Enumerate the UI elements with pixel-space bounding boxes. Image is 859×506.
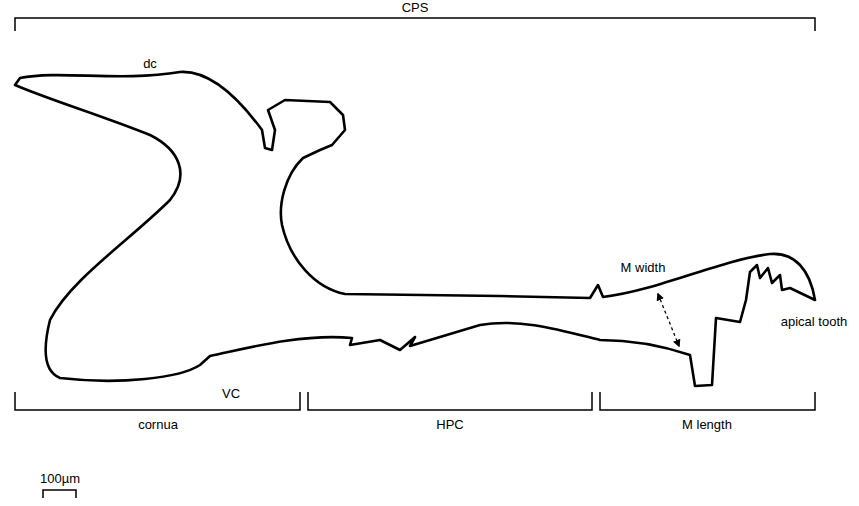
width-arrow [658, 294, 679, 346]
part-label: M length [682, 418, 732, 432]
part-label: M width [621, 261, 666, 275]
part-label: HPC [436, 418, 463, 432]
bracket [308, 392, 592, 410]
part-label: VC [222, 387, 240, 401]
part-label: CPS [402, 1, 429, 15]
scale-bar [43, 490, 76, 498]
part-label: 100µm [40, 472, 80, 486]
part-label: apical tooth [781, 315, 848, 329]
copulatory-piece-outline [15, 72, 815, 386]
bracket [15, 392, 300, 410]
bracket [15, 18, 815, 31]
part-label: cornua [138, 418, 178, 432]
part-label: dc [143, 57, 157, 71]
bracket [600, 392, 815, 410]
